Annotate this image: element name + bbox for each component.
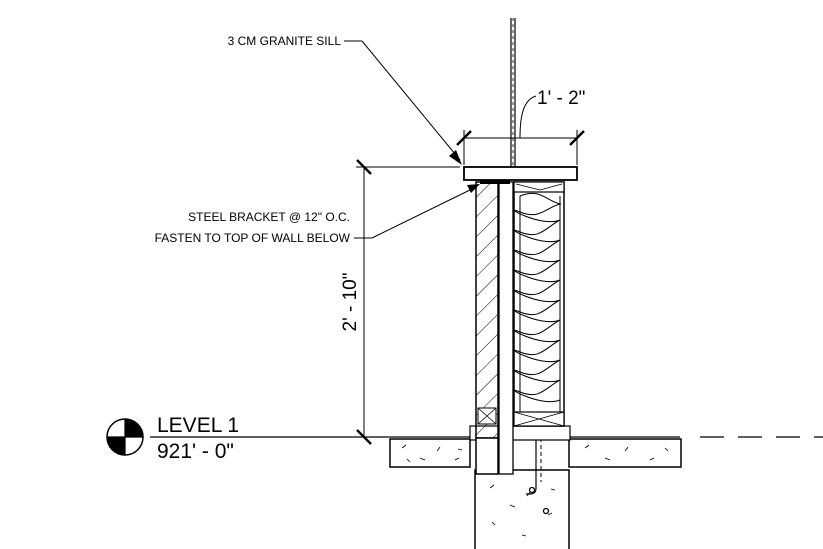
foundation-wall: [474, 438, 570, 549]
masonry-veneer: [475, 181, 499, 475]
framed-wall: [513, 181, 565, 427]
insulation-batt: [514, 192, 562, 403]
width-dimension: [456, 95, 585, 165]
level-name: LEVEL 1: [157, 414, 239, 437]
sill-label: 3 CM GRANITE SILL: [228, 34, 342, 48]
granite-sill: [463, 166, 578, 184]
sill-leader: [344, 40, 462, 165]
bracket-label-line1: STEEL BRACKET @ 12" O.C.: [188, 210, 350, 224]
bracket-label-line2: FASTEN TO TOP OF WALL BELOW: [155, 231, 351, 245]
glazing-line: [510, 18, 516, 167]
height-dimension-label: 2' - 10": [340, 273, 361, 332]
level-marker-icon: [106, 418, 144, 456]
level-elevation: 921' - 0": [157, 440, 234, 463]
width-dimension-label: 1' - 2": [537, 88, 585, 109]
height-dimension: [356, 159, 460, 445]
floor-slab-right: [568, 438, 682, 468]
steel-bracket: [498, 181, 514, 475]
bracket-leader: [354, 184, 480, 239]
floor-slab-left: [389, 438, 471, 468]
